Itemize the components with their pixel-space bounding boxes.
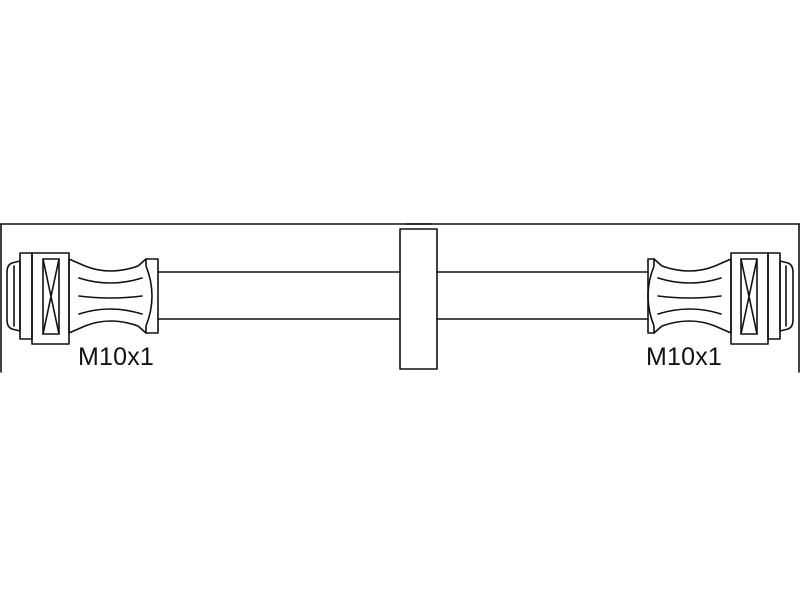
mounting-bracket	[399, 223, 438, 370]
left-fitting	[6, 252, 159, 345]
right-fitting	[647, 252, 794, 345]
hose-body	[157, 271, 649, 320]
left-thread-label: M10x1	[78, 343, 155, 371]
right-thread-label: M10x1	[646, 343, 723, 371]
drawing-frame	[0, 223, 800, 373]
